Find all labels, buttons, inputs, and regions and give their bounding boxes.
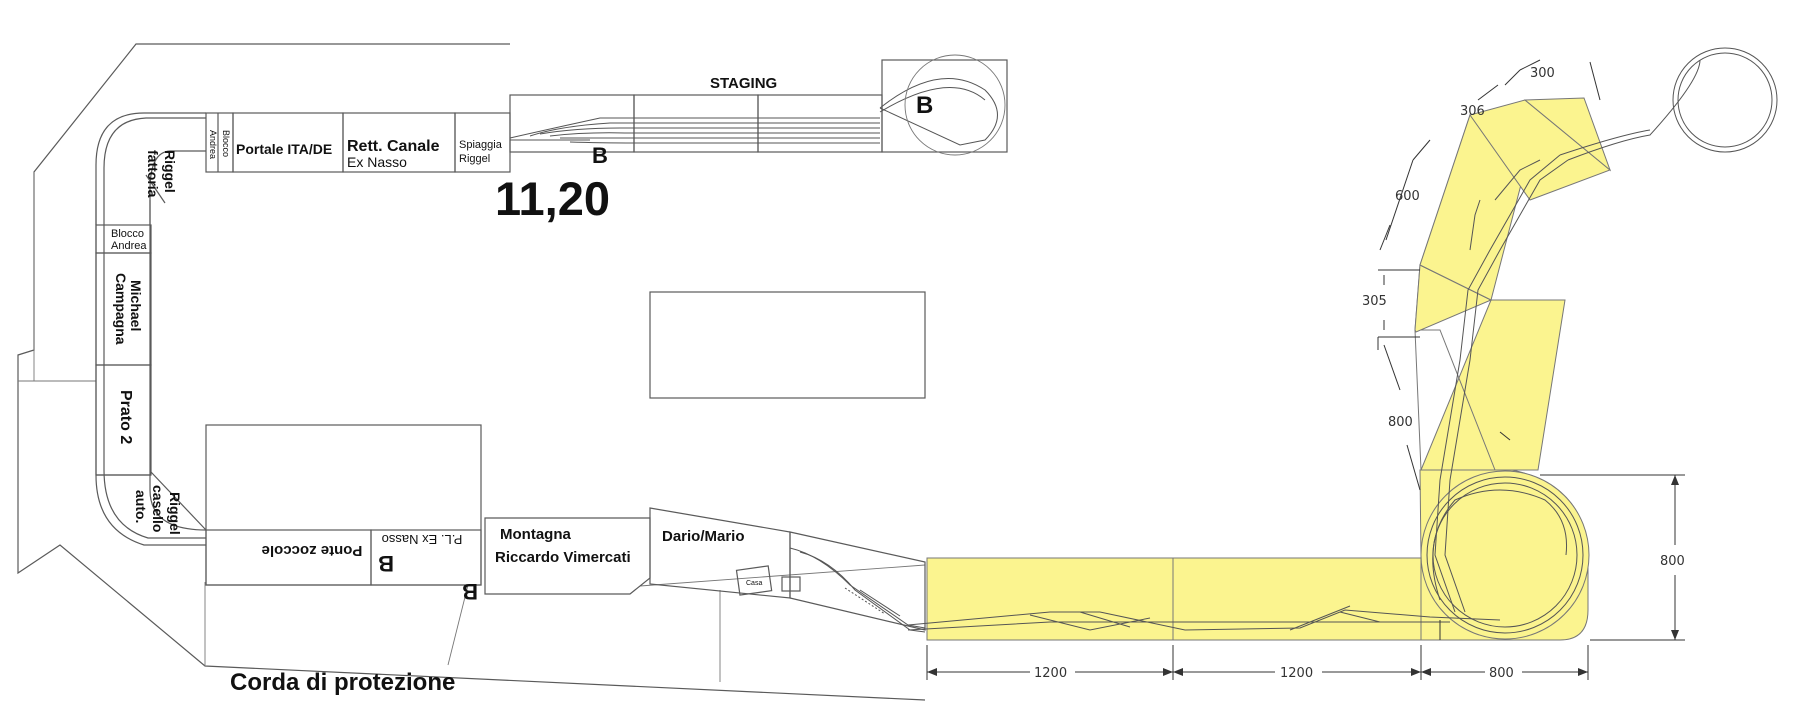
ponte-label: Ponte zoccole (262, 542, 363, 559)
dimension-labels: 1200 1200 800 800 800 305 600 306 300 (1034, 66, 1685, 681)
blocco-andrea-2: Andrea (111, 240, 147, 252)
module-plan (926, 97, 1612, 641)
blocco-andrea-1: Blocco (111, 228, 144, 240)
campagna-label-1: Campagna (113, 273, 129, 345)
prato-label: Prato 2 (117, 390, 134, 444)
dim-600: 600 (1395, 189, 1420, 204)
b-loop-label: B (916, 92, 933, 119)
left-yard-tracks (735, 547, 926, 633)
dim-305: 305 (1362, 294, 1387, 309)
blocco-andrea-small-1: Blocco (221, 130, 231, 157)
room-outline (17, 43, 926, 701)
dim-1200-a: 1200 (1034, 666, 1067, 681)
riggel-casello-2: casello (150, 485, 166, 532)
rett-canale-label-2: Ex Nasso (347, 154, 407, 170)
spiaggia-label-2: Riggel (459, 153, 490, 165)
b-bottom-label: B (378, 551, 394, 576)
spiaggia-label-1: Spiaggia (459, 139, 503, 151)
rett-canale-label-1: Rett. Canale (347, 138, 440, 155)
montagna-label-1: Montagna (500, 526, 571, 543)
section-labels: STAGING B B 11,20 Portale ITA/DE Rett. C… (111, 75, 933, 696)
dimension-lines (926, 59, 1685, 680)
dim-800-bottom: 800 (1489, 666, 1514, 681)
riggel-fattoria-2: fattoria (145, 150, 161, 198)
riggel-casello-1: Riggel (167, 492, 183, 535)
dim-800-left: 800 (1388, 415, 1413, 430)
module-tracks (907, 47, 1778, 640)
riggel-casello-3: auto. (133, 490, 149, 523)
riggel-fattoria-1: Riggel (162, 150, 178, 193)
montagna-label-2: Riccardo Vimercati (495, 549, 631, 566)
blocco-andrea-small-2: Andrea (208, 130, 218, 159)
staging-label: STAGING (710, 75, 777, 92)
dario-label: Dario/Mario (662, 528, 745, 545)
length-label: 11,20 (495, 172, 610, 225)
b-staging-label: B (592, 143, 608, 168)
portale-label: Portale ITA/DE (236, 141, 332, 157)
dim-800-right: 800 (1660, 554, 1685, 569)
dim-300: 300 (1530, 66, 1555, 81)
dim-1200-b: 1200 (1280, 666, 1313, 681)
casa-label: Casa (746, 580, 762, 587)
benchwork-modules (95, 59, 1008, 631)
pl-nasso-label: P.L. Ex Nasso (382, 532, 463, 547)
staging-tracks (509, 54, 1006, 156)
corda-label: Corda di protezione (230, 669, 455, 696)
b-bottom-label-2: B (462, 579, 478, 604)
dim-306: 306 (1460, 104, 1485, 119)
campagna-label-2: Michael (128, 280, 144, 331)
